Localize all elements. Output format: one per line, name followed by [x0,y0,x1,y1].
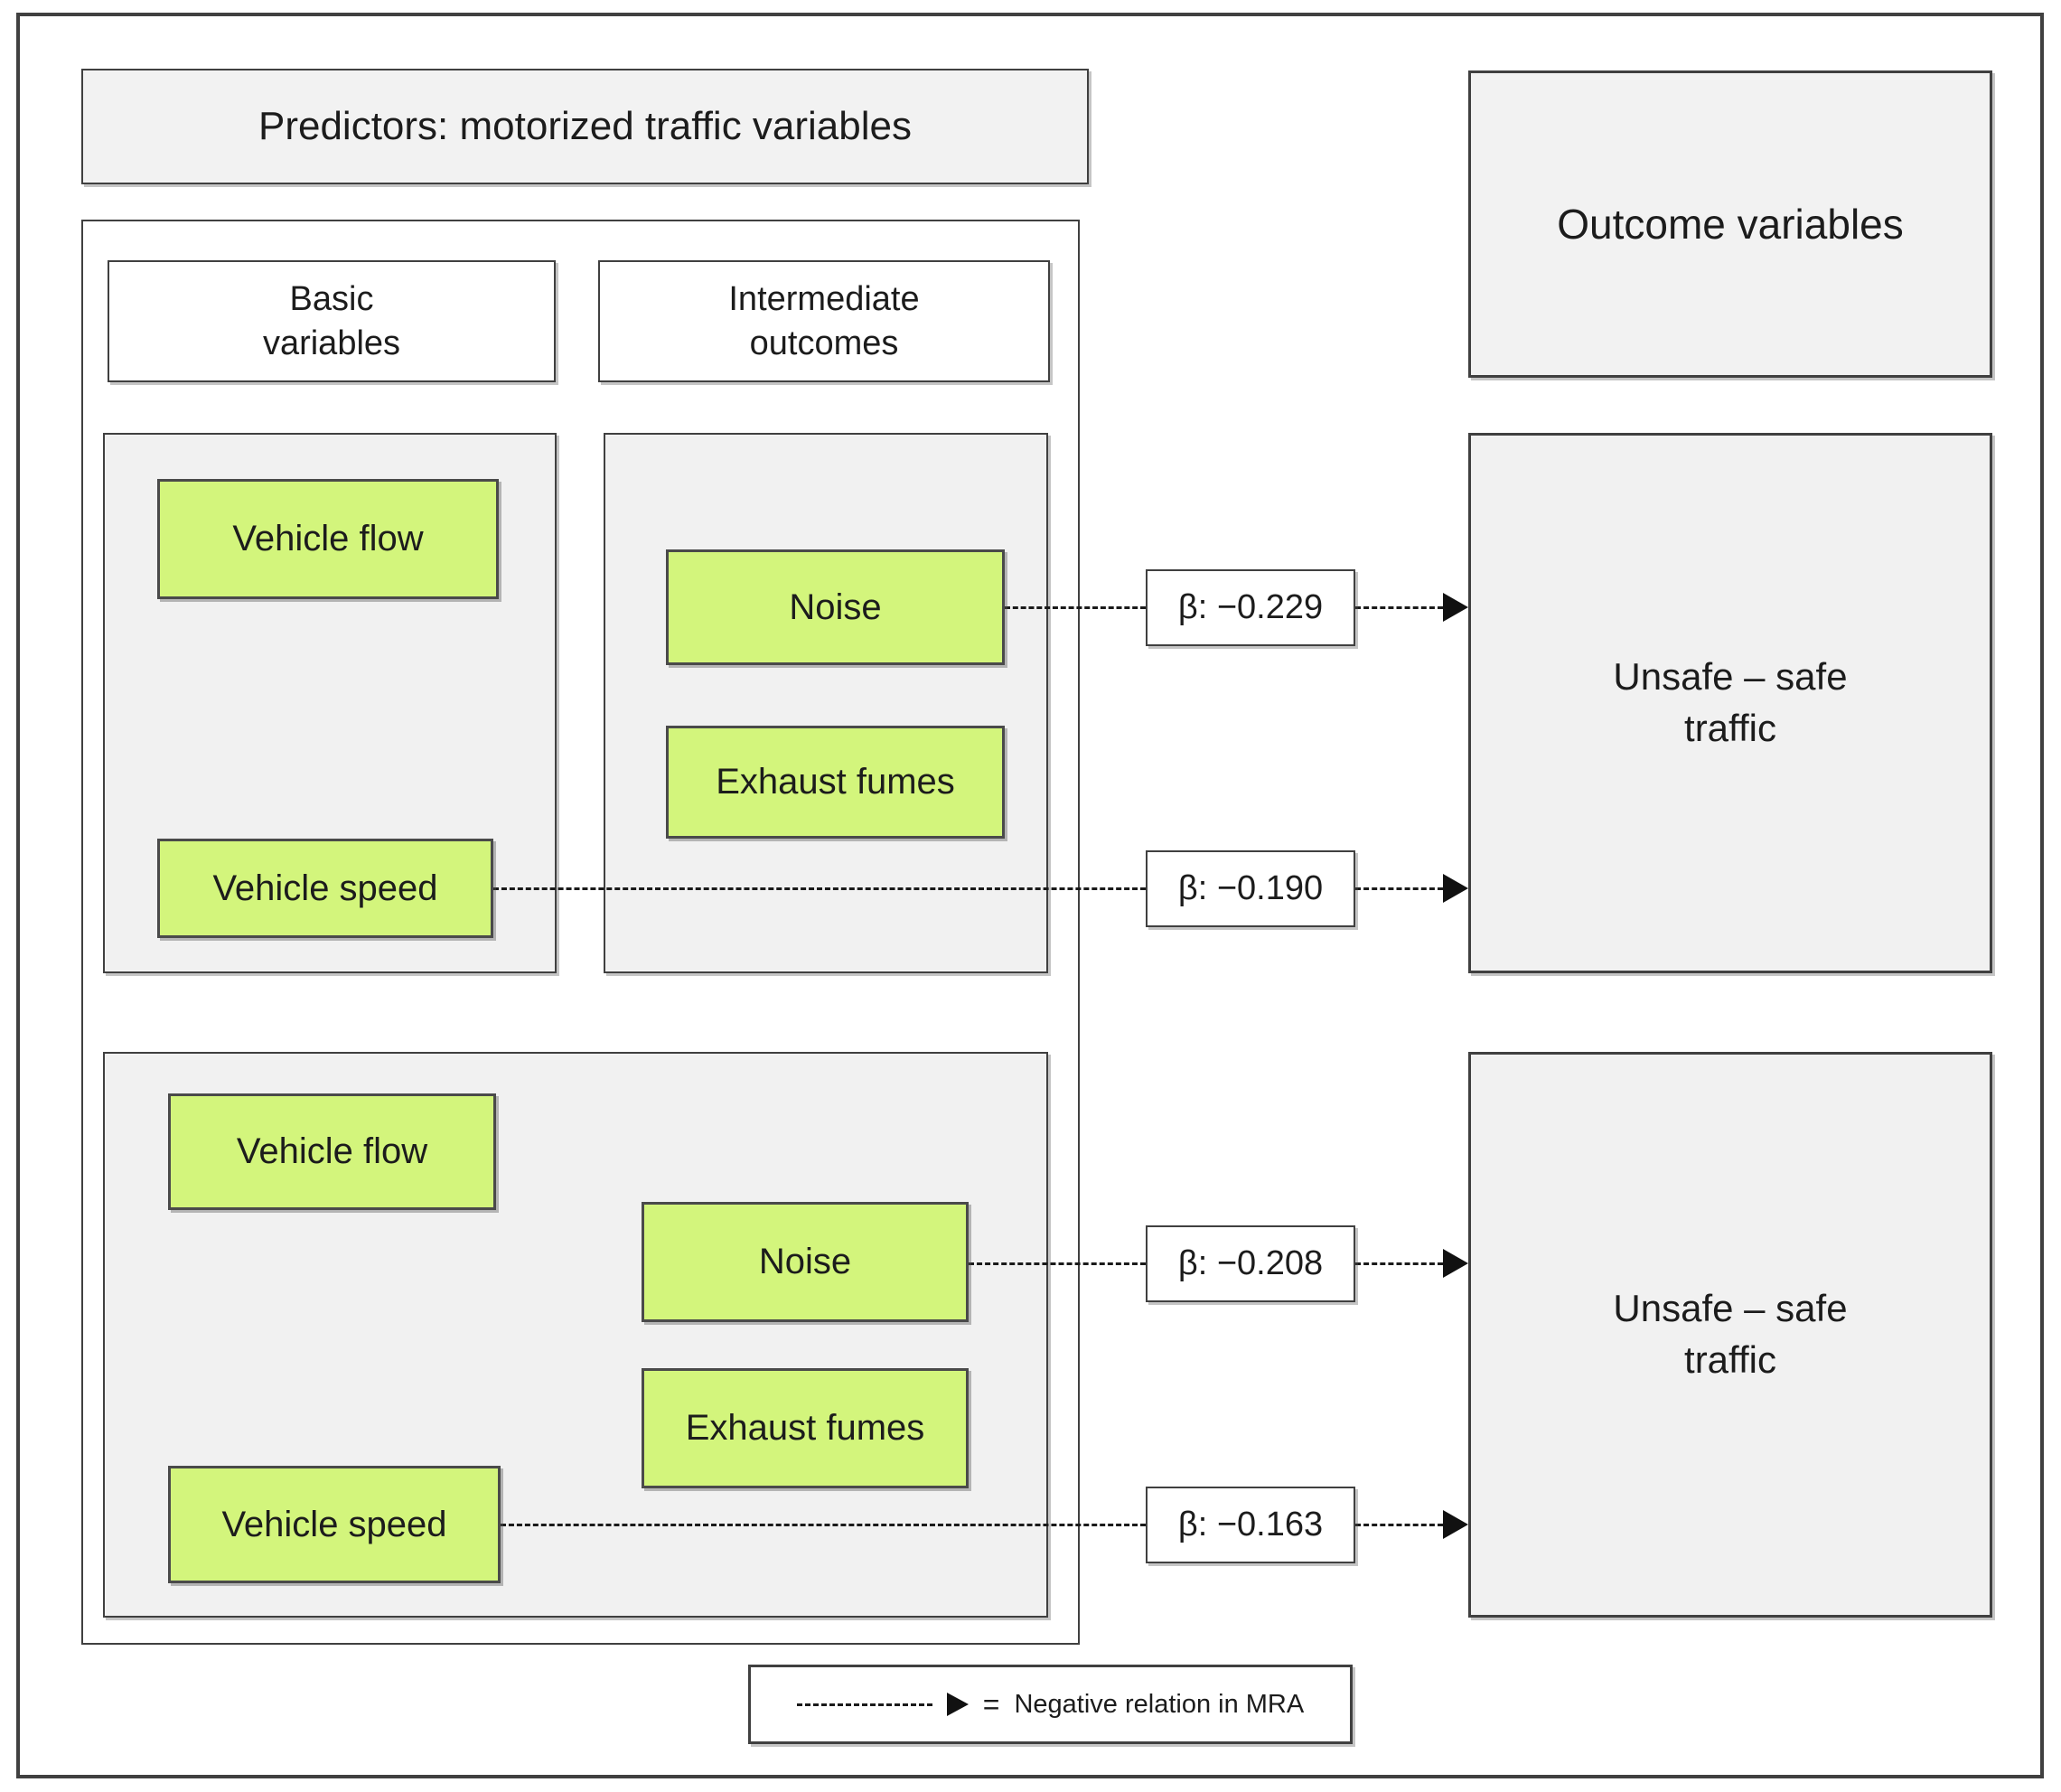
arrowhead-icon [1443,1510,1468,1539]
legend-equals-sign: = [982,1687,1000,1721]
legend-dashed-line-icon [796,1703,932,1706]
exhaust-fumes-1-label: Exhaust fumes [716,762,955,802]
noise-2-label: Noise [758,1242,852,1281]
vehicle-flow-box-1: Vehicle flow [157,479,499,599]
dashed-connector-beta3-to-outcome2 [1355,1262,1443,1265]
beta-2-value: β: −0.190 [1177,869,1324,907]
arrowhead-icon [1443,593,1468,622]
model1-intermediate-outcomes-panel [604,433,1048,973]
outcome-variables-header-box: Outcome variables [1468,70,1992,378]
outcome1-line1: Unsafe – safe [1613,655,1848,699]
beta-label-box-2: β: −0.190 [1146,850,1355,927]
predictors-header-label: Predictors: motorized traffic variables [258,104,912,148]
basic-variables-column-header: Basic variables [108,260,556,382]
dashed-connector-noise2-to-beta3 [969,1262,1146,1265]
outcome2-line2: traffic [1684,1338,1776,1381]
dashed-connector-speed1-to-beta2 [493,887,1146,890]
noise-box-2: Noise [642,1202,969,1322]
arrowhead-icon [1443,1249,1468,1278]
basic-header-line1: Basic [289,279,374,318]
intermediate-outcomes-column-header: Intermediate outcomes [598,260,1050,382]
outcome2-line1: Unsafe – safe [1613,1287,1848,1330]
beta-label-box-1: β: −0.229 [1146,569,1355,646]
vehicle-speed-2-label: Vehicle speed [221,1504,447,1544]
vehicle-speed-box-2: Vehicle speed [168,1466,501,1583]
vehicle-speed-box-1: Vehicle speed [157,839,493,938]
outcome-box-2: Unsafe – safe traffic [1468,1052,1992,1618]
predictors-header-box: Predictors: motorized traffic variables [81,69,1089,184]
legend-arrowhead-icon [946,1693,969,1716]
outcome1-line2: traffic [1684,707,1776,749]
beta-3-value: β: −0.208 [1177,1244,1324,1282]
vehicle-speed-1-label: Vehicle speed [212,868,438,908]
outcome-variables-header-label: Outcome variables [1557,201,1904,248]
dashed-connector-noise1-to-beta1 [1005,606,1146,609]
exhaust-fumes-2-label: Exhaust fumes [685,1408,925,1448]
basic-header-line2: variables [262,324,401,362]
dashed-connector-beta1-to-outcome1 [1355,606,1443,609]
outcome-box-1: Unsafe – safe traffic [1468,433,1992,973]
noise-1-label: Noise [789,586,882,627]
vehicle-flow-2-label: Vehicle flow [236,1131,428,1171]
beta-1-value: β: −0.229 [1177,588,1324,626]
intermediate-header-line2: outcomes [749,324,899,362]
legend-label: Negative relation in MRA [1014,1689,1305,1719]
dashed-connector-speed2-to-beta4 [501,1524,1146,1526]
vehicle-flow-box-2: Vehicle flow [168,1093,496,1210]
dashed-connector-beta2-to-outcome1 [1355,887,1443,890]
intermediate-header-line1: Intermediate [728,279,920,318]
vehicle-flow-1-label: Vehicle flow [232,519,424,558]
exhaust-fumes-box-2: Exhaust fumes [642,1368,969,1488]
beta-label-box-3: β: −0.208 [1146,1225,1355,1302]
noise-box-1: Noise [666,549,1005,665]
exhaust-fumes-box-1: Exhaust fumes [666,726,1005,839]
beta-label-box-4: β: −0.163 [1146,1487,1355,1563]
outer-frame [16,13,2044,1778]
beta-4-value: β: −0.163 [1177,1506,1324,1543]
dashed-connector-beta4-to-outcome2 [1355,1524,1443,1526]
legend-box: = Negative relation in MRA [748,1665,1353,1744]
arrowhead-icon [1443,874,1468,903]
